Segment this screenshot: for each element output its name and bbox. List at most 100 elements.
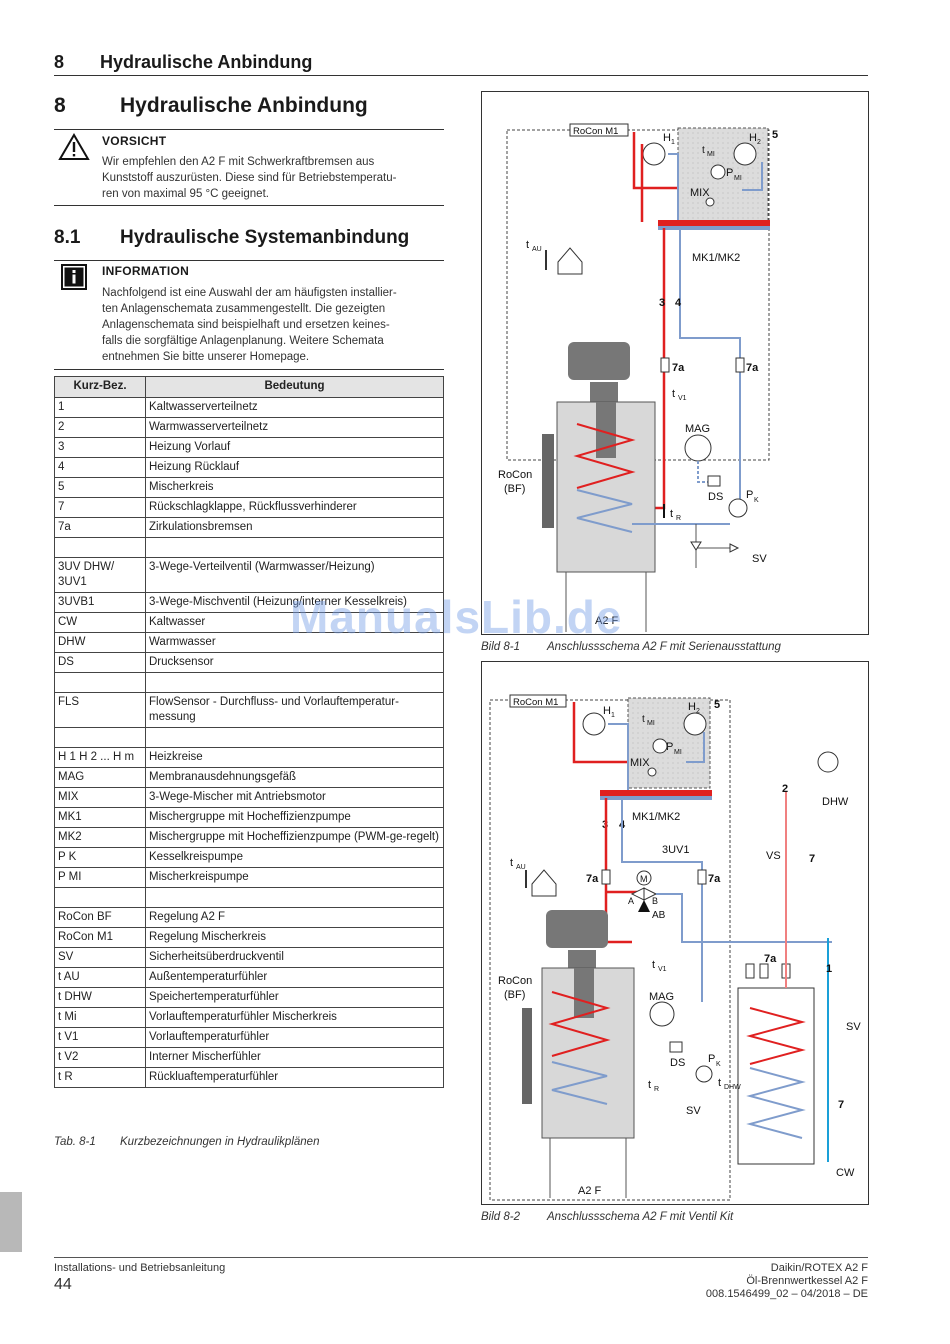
h1-label: H	[603, 705, 611, 717]
pmi-sub: MI	[674, 749, 682, 756]
distributor-return	[600, 796, 712, 800]
table-cell-abbr	[54, 727, 146, 748]
h1-sub: 1	[671, 139, 675, 146]
table-cell-abbr: P K	[54, 847, 146, 868]
mixer-motor-icon	[705, 197, 715, 207]
table-cell-abbr: 3	[54, 437, 146, 458]
expansion-vessel-icon	[684, 434, 712, 462]
table-cell-meaning: 3-Wege-Mischer mit Antriebsmotor	[145, 787, 444, 808]
tmi-sub: MI	[647, 720, 655, 727]
caution-body: Wir empfehlen den A2 F mit Schwerkraftbr…	[102, 154, 437, 202]
b-label: B	[652, 896, 658, 906]
heating-coil	[548, 991, 611, 1057]
return-coil	[551, 1061, 608, 1105]
tau-label: t	[526, 239, 529, 251]
table-cell-abbr: P MI	[54, 867, 146, 888]
vs-label: VS	[766, 850, 781, 862]
pk-sub: K	[716, 1061, 721, 1068]
ab-label: AB	[652, 910, 666, 921]
table-header-row: Kurz-Bez. Bedeutung	[54, 376, 444, 398]
rocon-m1-label: RoCon M1	[573, 126, 618, 137]
table-cell-abbr: t DHW	[54, 987, 146, 1008]
n7a-1-label: 7a	[672, 362, 685, 374]
table-cell-abbr	[54, 672, 146, 693]
caution-rule-bottom	[54, 205, 444, 206]
table-header-abbr: Kurz-Bez.	[54, 376, 146, 398]
table-cell-meaning: Zirkulationsbremsen	[145, 517, 444, 538]
rocon-m1-label: RoCon M1	[513, 697, 558, 708]
a-label: A	[628, 896, 634, 906]
pressure-sensor-icon	[669, 1041, 683, 1053]
rocon-bf-controller	[522, 1008, 532, 1104]
info-rule-bottom	[54, 369, 444, 370]
warning-icon	[58, 133, 90, 160]
table-cell-abbr: SV	[54, 947, 146, 968]
table-cell-meaning: Mischerkreispumpe	[145, 867, 444, 888]
info-line: falls die sorgfältige Anlagenplanung. We…	[102, 335, 384, 347]
check-valve-7a-2	[735, 357, 745, 373]
bf-label: (BF)	[504, 989, 525, 1001]
table-cell-meaning: Heizung Rücklauf	[145, 457, 444, 478]
figure-1-schematic: RoCon M1 H 1 H 2 5 t MI P MI MIX MK1/MK2…	[498, 123, 778, 632]
distributor-flow	[600, 790, 712, 796]
table-cell-abbr: 3UV DHW/ 3UV1	[54, 557, 146, 593]
section-number: 8.1	[54, 227, 81, 248]
cw-label: CW	[836, 1167, 855, 1179]
drain-valve-icon	[690, 541, 702, 551]
control-wiring	[489, 699, 731, 1201]
distributor-flow	[658, 220, 770, 226]
chapter-number: 8	[54, 94, 66, 117]
table-cell-abbr: DS	[54, 652, 146, 673]
heating-return-line	[679, 230, 741, 516]
table-cell-abbr	[54, 887, 146, 908]
table-cell-meaning: Rückschlagklappe, Rückflussverhinderer	[145, 497, 444, 518]
pmi-sub: MI	[734, 175, 742, 182]
table-row	[54, 537, 444, 558]
footer-doc-number: 008.1546499_02 – 04/2018 – DE	[705, 1288, 868, 1300]
info-line: Nachfolgend ist eine Auswahl der am häuf…	[102, 287, 397, 299]
table-cell-abbr: RoCon M1	[54, 927, 146, 948]
chapter-title: Hydraulische Anbindung	[120, 94, 368, 117]
figure-2-frame: RoCon M1 H 1 H 2 5 t MI P MI MIX MK1/MK2…	[481, 661, 869, 1205]
burner-icon	[568, 342, 630, 380]
header-rule	[54, 75, 868, 76]
table-cell-abbr: 3UVB1	[54, 592, 146, 613]
house-icon	[557, 247, 583, 275]
table-header-meaning: Bedeutung	[145, 376, 444, 398]
n5-label: 5	[772, 129, 778, 141]
info-line: Anlagenschemata sind beispielhaft und er…	[102, 319, 390, 331]
mag-label: MAG	[649, 991, 674, 1003]
m-label: M	[640, 874, 648, 884]
figure-1-caption-number: Bild 8-1	[481, 641, 520, 653]
sv2-label: SV	[846, 1021, 861, 1033]
shower-icon	[817, 751, 839, 773]
n7-1-label: 7	[809, 853, 815, 865]
table-cell-abbr: MK1	[54, 807, 146, 828]
n5-label: 5	[714, 699, 720, 711]
pmi-label: P	[666, 741, 673, 753]
table-cell-abbr: MK2	[54, 827, 146, 848]
ds-label: DS	[670, 1057, 685, 1069]
tv1-label: t	[652, 959, 655, 971]
table-cell-meaning: Mischergruppe mit Hocheffizienzpumpe	[145, 807, 444, 828]
table-cell-abbr: 4	[54, 457, 146, 478]
footer-rule	[54, 1257, 868, 1258]
combustion-chamber	[574, 968, 594, 1018]
h2-sub: 2	[757, 139, 761, 146]
combustion-chamber	[596, 402, 616, 458]
table-cell-abbr: 1	[54, 397, 146, 418]
table-cell-meaning: FlowSensor - Durchfluss- und Vorlauftemp…	[145, 692, 444, 728]
table-cell-meaning: Kaltwasserverteilnetz	[145, 397, 444, 418]
